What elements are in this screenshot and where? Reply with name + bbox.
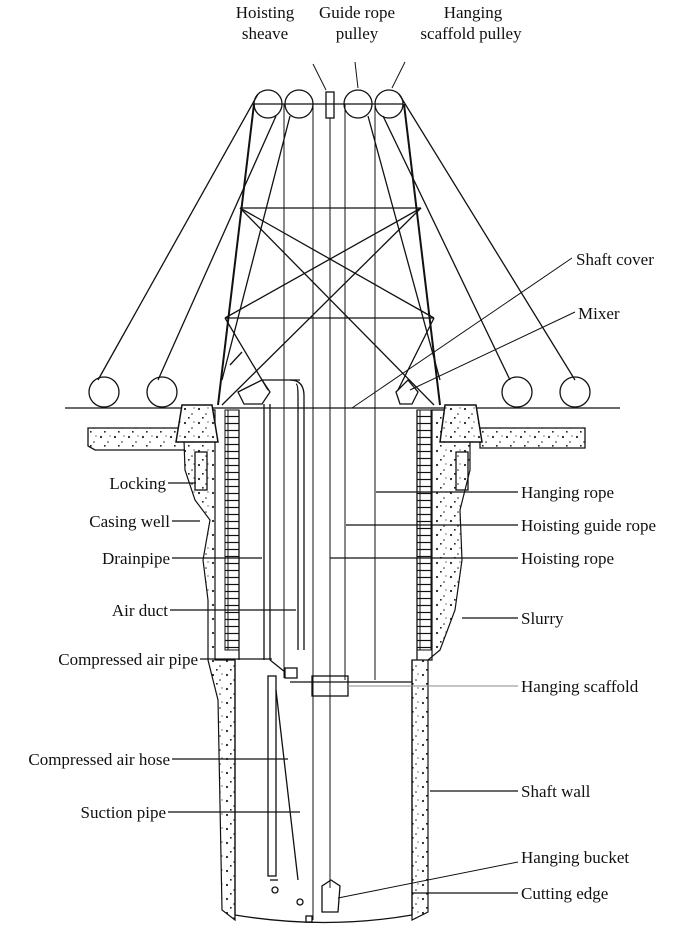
label-hoisting-sheave-2: sheave bbox=[242, 24, 288, 43]
label-guide-rope-pulley-2: pulley bbox=[336, 24, 379, 43]
ground-pulley-3 bbox=[501, 376, 533, 408]
guide-rope-pulley bbox=[325, 91, 335, 119]
label-locking: Locking bbox=[109, 474, 166, 493]
label-hoisting-sheave-1: Hoisting bbox=[236, 3, 295, 22]
label-air-duct: Air duct bbox=[112, 601, 168, 620]
label-hanging-scaffold-pulley-1: Hanging bbox=[444, 3, 503, 22]
hanging-bucket bbox=[321, 879, 341, 913]
shaft-bottom bbox=[234, 914, 413, 924]
label-shaft-wall: Shaft wall bbox=[521, 782, 591, 801]
mixer-right bbox=[395, 379, 419, 405]
label-hanging-scaffold-pulley-2: scaffold pulley bbox=[420, 24, 522, 43]
label-drainpipe: Drainpipe bbox=[102, 549, 170, 568]
label-hoisting-guide-rope: Hoisting guide rope bbox=[521, 516, 656, 535]
label-casing-well: Casing well bbox=[89, 512, 170, 531]
label-hanging-scaffold: Hanging scaffold bbox=[521, 677, 639, 696]
label-compressed-air-hose: Compressed air hose bbox=[28, 750, 170, 769]
label-hanging-rope: Hanging rope bbox=[521, 483, 614, 502]
label-hanging-bucket: Hanging bucket bbox=[521, 848, 629, 867]
label-guide-rope-pulley-1: Guide rope bbox=[319, 3, 395, 22]
label-suction-pipe: Suction pipe bbox=[81, 803, 166, 822]
label-hoisting-rope: Hoisting rope bbox=[521, 549, 614, 568]
label-compressed-air-pipe: Compressed air pipe bbox=[58, 650, 198, 669]
labels: Hoisting sheave Guide rope pulley Hangin… bbox=[28, 3, 656, 903]
label-slurry: Slurry bbox=[521, 609, 564, 628]
mixer-left bbox=[237, 379, 271, 405]
label-mixer: Mixer bbox=[578, 304, 620, 323]
ground-pulley-1 bbox=[88, 376, 120, 408]
label-cutting-edge: Cutting edge bbox=[521, 884, 608, 903]
leader-lines bbox=[168, 257, 576, 899]
locking-block-right bbox=[439, 404, 483, 443]
soil-and-concrete bbox=[87, 404, 586, 924]
mixer-and-pipes bbox=[229, 351, 419, 923]
ground-pulley-2 bbox=[146, 376, 178, 408]
label-shaft-cover: Shaft cover bbox=[576, 250, 654, 269]
locking-block-left bbox=[175, 404, 219, 443]
headframe bbox=[88, 61, 591, 920]
ground-pulley-4 bbox=[559, 376, 591, 408]
